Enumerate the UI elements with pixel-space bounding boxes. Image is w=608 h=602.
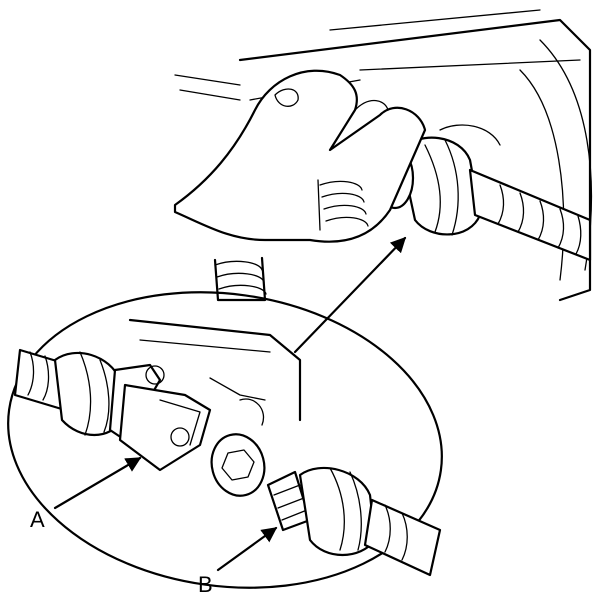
leader-a — [53, 456, 142, 510]
spring-lower — [213, 256, 267, 302]
detail-view — [7, 291, 443, 589]
leader-b — [216, 526, 278, 572]
spring-upper — [317, 179, 369, 231]
callout-a-label: A — [30, 507, 45, 532]
callout-b-label: B — [198, 572, 213, 597]
detail-pointer — [293, 236, 407, 354]
wrench — [173, 69, 427, 243]
